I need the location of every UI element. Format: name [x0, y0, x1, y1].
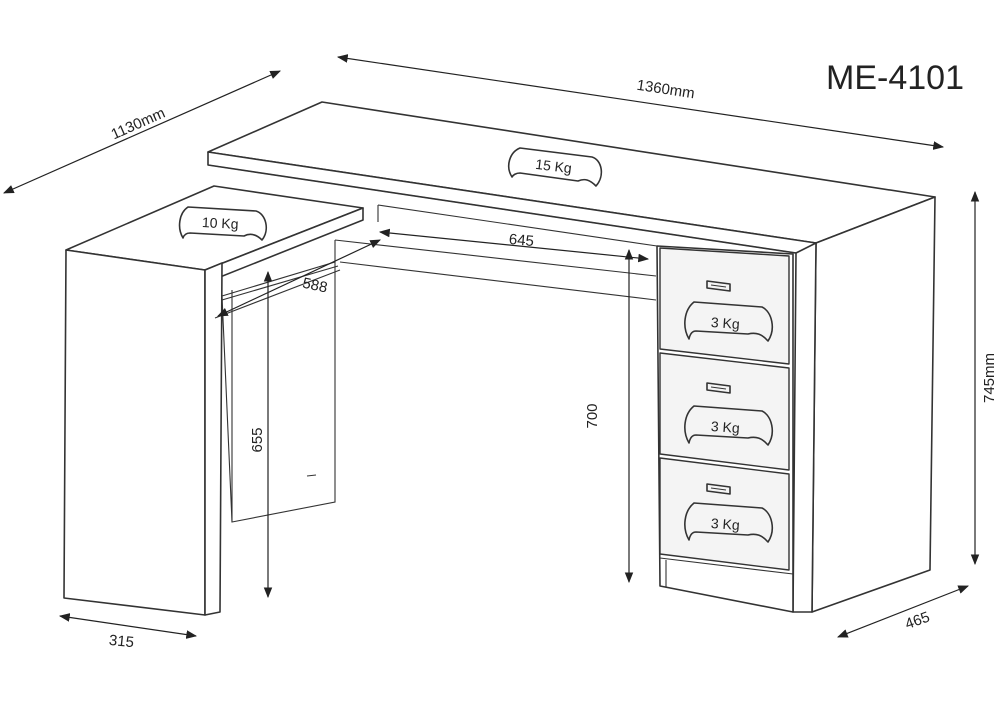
load-drawer-1-text: 3 Kg	[710, 314, 740, 332]
load-label-top: 15 Kg	[508, 147, 603, 187]
dim-height-total: 745mm	[981, 353, 998, 403]
dim-line-knee-width	[378, 228, 650, 263]
dim-line-depth-total	[3, 70, 281, 194]
drawer-handles	[706, 280, 731, 495]
load-drawer-2-text: 3 Kg	[710, 418, 740, 436]
load-top-text: 15 Kg	[534, 156, 572, 176]
dim-line-width-total	[336, 54, 945, 150]
drawer-1	[659, 247, 790, 365]
model-title: ME-4101	[826, 59, 964, 97]
load-label-drawer-3: 3 Kg	[684, 502, 774, 543]
dim-depth-total: 1130mm	[109, 104, 168, 143]
dim-cabinet-depth: 465	[903, 609, 932, 634]
right-side-panel	[811, 196, 936, 613]
return-back-panel	[221, 261, 336, 523]
dim-knee-height: 700	[584, 403, 601, 428]
load-return-text: 10 Kg	[202, 214, 239, 232]
dim-return-depth: 588	[301, 275, 329, 297]
dim-line-side-width	[58, 613, 198, 639]
dim-width-total: 1360mm	[636, 77, 696, 102]
dim-line-return-depth	[217, 239, 381, 317]
drawer-3	[659, 457, 790, 571]
load-label-drawer-1: 3 Kg	[684, 301, 774, 342]
load-drawer-3-text: 3 Kg	[710, 515, 740, 533]
dim-return-height: 655	[249, 427, 266, 452]
return-panel-edge	[204, 262, 223, 616]
dim-knee-width: 645	[508, 231, 534, 250]
right-panel-edge	[792, 242, 817, 613]
return-side-panel	[63, 249, 206, 616]
load-label-drawer-2: 3 Kg	[684, 405, 774, 446]
dim-line-cabinet-depth	[836, 585, 970, 638]
drawer-2	[659, 352, 790, 471]
dim-side-width: 315	[108, 632, 135, 652]
